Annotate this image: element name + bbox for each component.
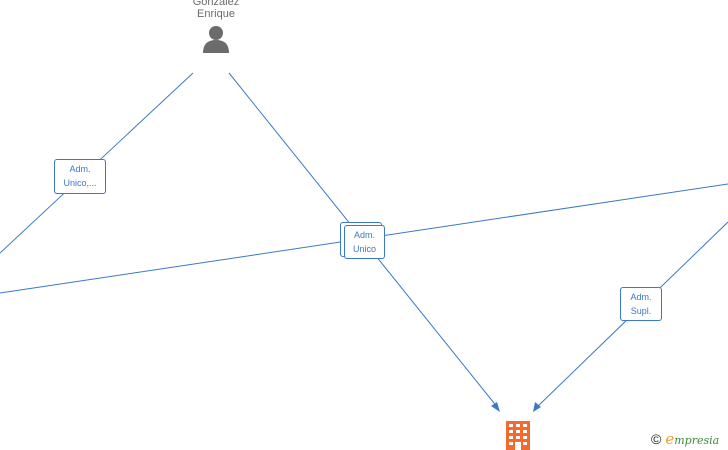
edge-label-right-line1: Adm. bbox=[630, 292, 652, 302]
brand-rest: mpresia bbox=[674, 434, 720, 447]
edge-label-center-line1: Adm. bbox=[353, 230, 375, 240]
edge-label-right[interactable]: Adm. Supl. bbox=[620, 287, 662, 321]
empresia-watermark: ©empresia bbox=[651, 430, 719, 448]
building-icon[interactable] bbox=[505, 420, 531, 450]
edge-label-center[interactable]: Adm. Unico bbox=[344, 225, 385, 259]
person-node[interactable]: Gonzalez Enrique bbox=[166, 0, 266, 54]
edge-label-center-line2: Unico bbox=[352, 244, 376, 254]
person-name-line1: Gonzalez bbox=[192, 0, 240, 8]
edge-label-left-line2: Unico,... bbox=[63, 178, 97, 188]
arrowhead-center bbox=[491, 402, 500, 412]
brand-initial: e bbox=[665, 430, 675, 448]
person-name-line2: Enrique bbox=[197, 8, 235, 20]
arrowhead-right bbox=[533, 402, 541, 412]
edge-label-left-line1: Adm. bbox=[69, 164, 91, 174]
edge-label-right-line2: Supl. bbox=[630, 306, 652, 316]
person-icon bbox=[203, 26, 229, 53]
edge-label-left[interactable]: Adm. Unico,... bbox=[54, 159, 106, 194]
copyright-symbol: © bbox=[651, 431, 662, 447]
